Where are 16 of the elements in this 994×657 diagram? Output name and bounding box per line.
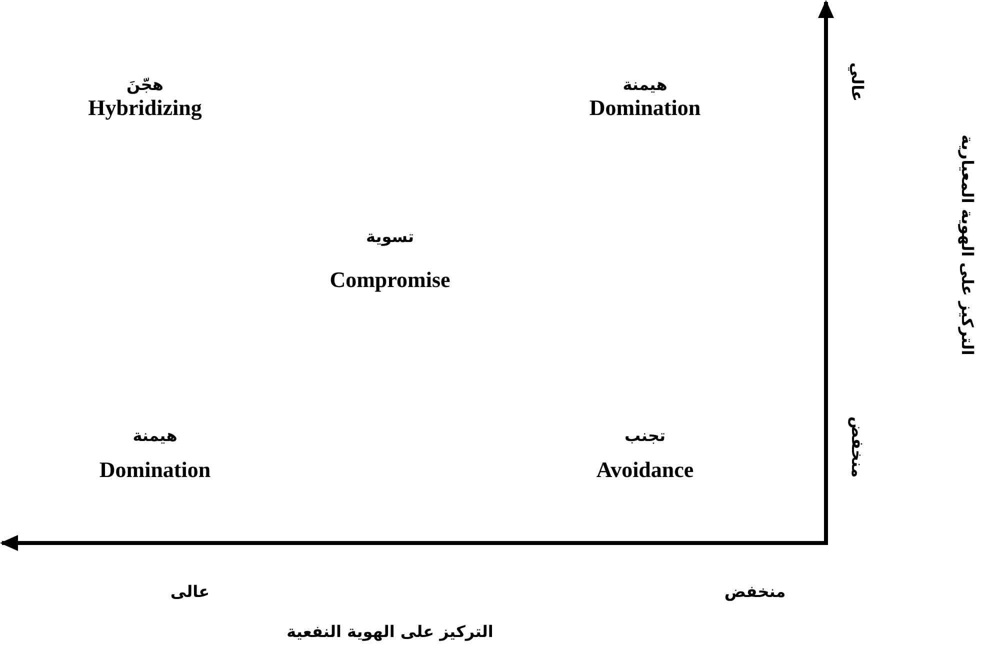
axis-title: التركيز على الهوية النفعية [286,624,494,640]
axis-title: التركيز على الهوية المعيارية [959,134,975,356]
axis-tick-label: عالى [170,584,210,600]
axis-tick-label: منخفض [724,584,786,600]
quadrant-label: تجنب [624,428,666,444]
quadrant-label: Compromise [330,269,450,291]
quadrant-label: Domination [589,97,701,119]
quadrant-label: Hybridizing [88,97,202,119]
quadrant-label: Avoidance [596,459,694,481]
axis-tick-label: عالي [849,62,865,102]
axis-tick-label: منخفض [849,416,865,478]
quadrant-label: هيمنة [622,77,668,93]
quadrant-label: Domination [99,459,211,481]
quadrant-label: تسوية [366,229,414,245]
quadrant-label: هجّنَ [126,77,164,93]
quadrant-label: هيمنة [132,428,178,444]
